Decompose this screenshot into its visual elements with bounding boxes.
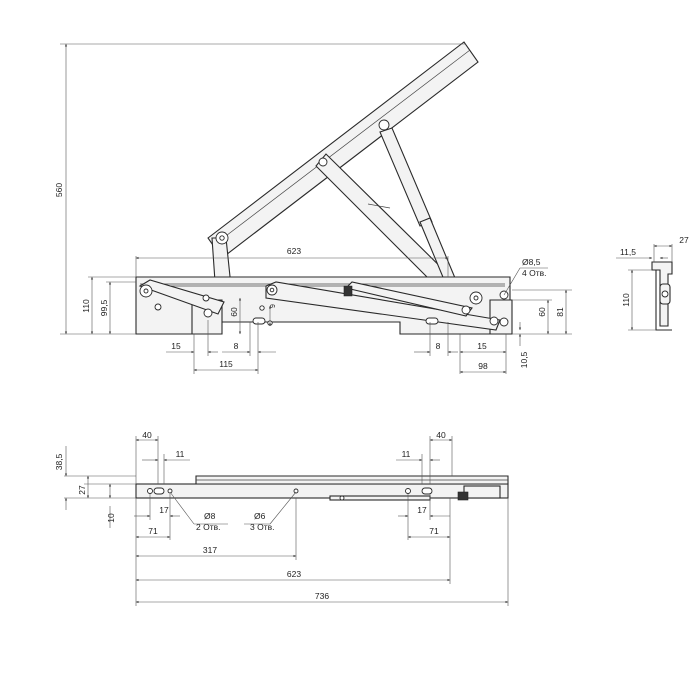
dim-17-left-label: 17 (159, 505, 169, 515)
dim-bottom-right: 8 15 98 10,5 (414, 322, 529, 374)
dim-81-label: 81 (555, 307, 565, 317)
dim-623-bottom-label: 623 (287, 569, 301, 579)
left-lever (138, 279, 225, 315)
dim-side-110-label: 110 (621, 293, 631, 307)
dim-bottom-right-bottom: 17 71 (398, 494, 451, 540)
hole6-line1: Ø6 (254, 511, 266, 521)
dim-8-left-label: 8 (234, 341, 239, 351)
dim-560-label: 560 (54, 183, 64, 197)
dim-right-60-81: 60 81 (512, 289, 572, 335)
dim-side-115-label: 11,5 (620, 247, 636, 257)
top-view: 560 110 99,5 623 60 9 (54, 41, 572, 374)
dim-8-right-label: 8 (436, 341, 441, 351)
dim-105-label: 10,5 (519, 351, 529, 368)
lid-bar (207, 41, 479, 259)
dim-bottom-left-top: 40 11 (135, 430, 190, 484)
dim-71-left-label: 71 (148, 526, 158, 536)
dim-bottom-left-bottom: 17 71 Ø8 2 Отв. Ø6 3 Отв. 317 (134, 491, 297, 606)
hole-callout-85-line2: 4 Отв. (522, 268, 546, 278)
dim-15-left-label: 15 (171, 341, 181, 351)
dim-71-right-label: 71 (429, 526, 439, 536)
dim-60-right-label: 60 (537, 307, 547, 317)
dim-side: 27 11,5 110 (616, 235, 689, 331)
folded-assembly (135, 475, 509, 501)
dim-overall-bottom: 623 736 (135, 498, 509, 606)
profile-section (651, 261, 673, 331)
dim-27-bottom-label: 27 (77, 485, 87, 495)
dim-11-right-label: 11 (402, 449, 411, 459)
dim-10-label: 10 (106, 513, 116, 523)
hole-callout-85: Ø8,5 4 Отв. (503, 257, 548, 296)
dim-317-label: 317 (203, 545, 217, 555)
dim-995-label: 99,5 (99, 299, 109, 316)
dim-bottom-vertical: 38,5 27 10 (54, 446, 136, 528)
lower-bar (265, 281, 501, 331)
hole8-line2: 2 Отв. (196, 522, 220, 532)
dim-60-left-label: 60 (229, 307, 239, 317)
dim-736-label: 736 (315, 591, 329, 601)
dim-40-left-label: 40 (142, 430, 152, 440)
hole-callout-85-line1: Ø8,5 (522, 257, 541, 267)
dim-9-label: 9 (270, 304, 277, 308)
dim-98-label: 98 (478, 361, 488, 371)
dim-11-left-label: 11 (176, 449, 185, 459)
bottom-view: 38,5 27 10 40 11 17 (54, 430, 509, 606)
dim-110-995: 110 99,5 (81, 276, 136, 335)
dim-623-top: 623 (135, 246, 449, 277)
dim-40-right-label: 40 (436, 430, 446, 440)
dim-15-right-label: 15 (477, 341, 487, 351)
dim-17-right-label: 17 (417, 505, 427, 515)
dim-bottom-left: 15 8 115 (166, 320, 276, 374)
hole8-line1: Ø8 (204, 511, 216, 521)
dim-bottom-right-top: 11 40 (396, 430, 453, 484)
hole6-line2: 3 Отв. (250, 522, 274, 532)
dim-385-label: 38,5 (54, 453, 64, 470)
dim-115-label: 115 (219, 359, 233, 369)
dim-60-left: 60 9 (229, 297, 277, 335)
dim-110-label: 110 (81, 299, 91, 313)
side-view: 27 11,5 110 (616, 235, 689, 331)
dim-side-27-label: 27 (679, 235, 689, 245)
dim-560: 560 (54, 43, 466, 335)
dim-623-top-label: 623 (287, 246, 301, 256)
